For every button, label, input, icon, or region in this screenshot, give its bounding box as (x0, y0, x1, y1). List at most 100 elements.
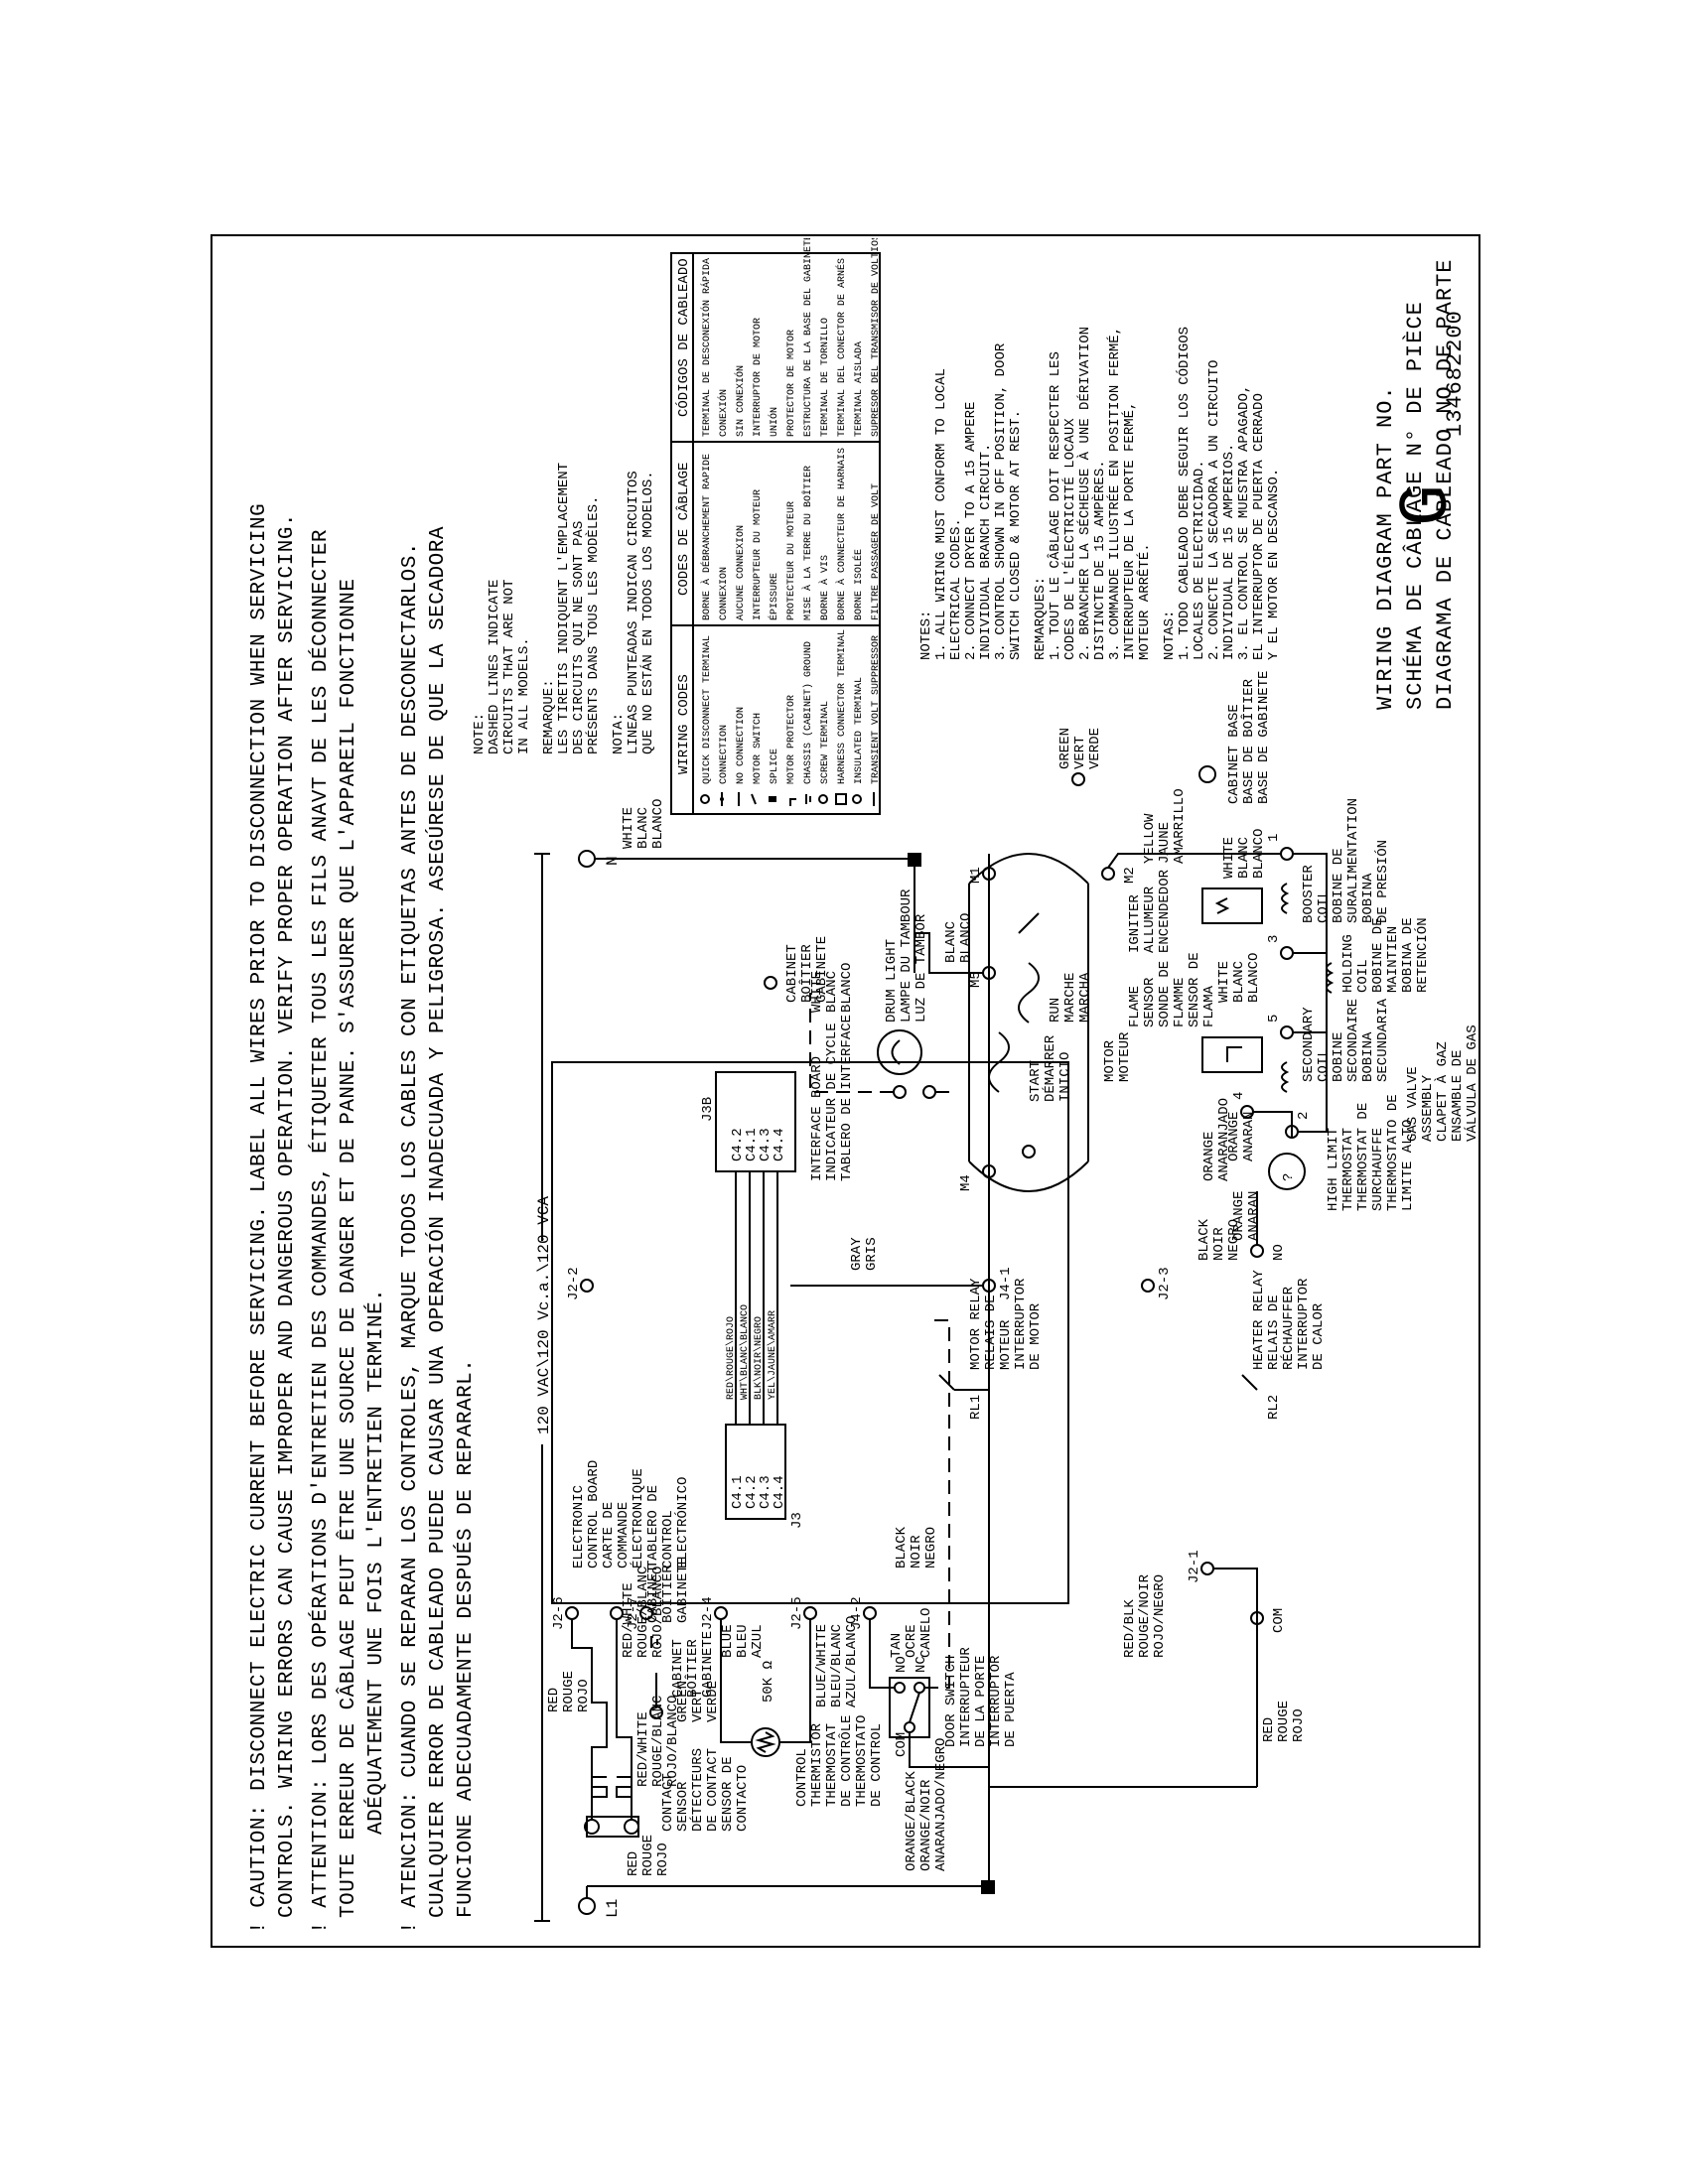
blanc-blanco-label: BLANC BLANCO (943, 913, 974, 963)
svg-text:TABLERO DE: TABLERO DE (645, 1485, 661, 1569)
svg-text:NOTES:: NOTES: (918, 611, 934, 660)
n-label: N (604, 856, 622, 866)
svg-text:NO CONNECTION: NO CONNECTION (736, 707, 747, 784)
svg-text:MISE À LA TERRE DU BOÎTIER: MISE À LA TERRE DU BOÎTIER (800, 466, 814, 620)
dashed-lines-note: NOTE: DASHED LINES INDICATE CIRCUITS THA… (472, 463, 656, 754)
svg-text:AMARRILLO: AMARRILLO (1172, 788, 1188, 864)
svg-text:GREEN: GREEN (1057, 728, 1073, 769)
control-thermistor: 50K Ω CONTROL THERMISTOR THERMOSTAT DE C… (751, 1661, 885, 1807)
svg-text:CLAPET À GAZ: CLAPET À GAZ (1433, 1041, 1451, 1142)
svg-text:PRÉSENTS DANS TOUS LES MODÈLES: PRÉSENTS DANS TOUS LES MODÈLES. (584, 496, 602, 754)
svg-text:C4.4: C4.4 (772, 1128, 787, 1161)
svg-text:SPLICE: SPLICE (770, 749, 780, 784)
cabinet-label-top: CABINET BOÎTIER GABINETE (784, 936, 830, 1003)
svg-text:TERMINAL DE DESCONEXIÓN RÁPIDA: TERMINAL DE DESCONEXIÓN RÁPIDA (699, 258, 713, 437)
notes-fr: REMARQUES: 1. TOUT LE CÂBLAGE DOIT RESPE… (1033, 327, 1153, 660)
svg-text:NO: NO (894, 1656, 910, 1673)
svg-text:DISTINCTE DE 15 AMPÈRES.: DISTINCTE DE 15 AMPÈRES. (1090, 460, 1108, 660)
svg-text:WIRING CODES: WIRING CODES (676, 674, 692, 774)
svg-text:BLACK: BLACK (894, 1526, 910, 1569)
j4-2-terminal (863, 1606, 877, 1620)
svg-text:2. CONECTE LA SECADORA A UN CI: 2. CONECTE LA SECADORA A UN CIRCUITO (1206, 360, 1222, 660)
svg-text:BASE DE BOÎTIER: BASE DE BOÎTIER (1239, 678, 1257, 804)
red-wire-label-l1: RED ROUGE ROJO (626, 1835, 671, 1876)
svg-text:JAUNE: JAUNE (1157, 822, 1173, 864)
svg-text:RÉCHAUFFER: RÉCHAUFFER (1279, 1286, 1297, 1370)
svg-text:RED: RED (1261, 1717, 1277, 1742)
svg-text:RUN: RUN (1048, 998, 1063, 1023)
svg-text:BOÎTIER: BOÎTIER (658, 1565, 676, 1623)
j2-3-label: J2-3 (1157, 1267, 1173, 1300)
svg-text:OCRE: OCRE (904, 1624, 919, 1658)
svg-text:GRIS: GRIS (864, 1237, 880, 1271)
diagram-rotated-sheet: ! CAUTION: DISCONNECT ELECTRIC CURRENT B… (214, 238, 1480, 1946)
svg-text:RED/WHITE: RED/WHITE (621, 1582, 636, 1658)
svg-text:3. EL CONTROL SE MUESTRA APAGA: 3. EL CONTROL SE MUESTRA APAGADO, (1236, 385, 1252, 660)
svg-text:VERT: VERT (690, 1689, 706, 1722)
svg-text:C4.2: C4.2 (730, 1128, 746, 1161)
svg-text:CODES DE CÂBLAGE: CODES DE CÂBLAGE (674, 463, 692, 596)
svg-text:CONTACTO: CONTACTO (735, 1765, 751, 1832)
heater-relay: RL2 HEATER RELAY RELAIS DE RÉCHAUFFER IN… (1241, 1270, 1327, 1420)
svg-text:Y EL MOTOR EN DESCANSO.: Y EL MOTOR EN DESCANSO. (1266, 469, 1282, 660)
svg-text:BLANCO: BLANCO (650, 799, 666, 849)
white-wire-labels-gv: WHITE BLANC BLANCO WHITE BLANC BLANCO (1216, 829, 1267, 1003)
svg-text:CONTROL: CONTROL (660, 1510, 676, 1569)
black-wire-label: BLACK NOIR NEGRO (894, 1526, 939, 1569)
svg-text:NOIR: NOIR (1211, 1227, 1227, 1261)
m1-terminal (982, 867, 996, 881)
svg-text:BOÎTIER: BOÎTIER (797, 944, 815, 1003)
svg-text:FLAME: FLAME (1127, 986, 1143, 1027)
svg-text:DE PUERTA: DE PUERTA (1003, 1672, 1019, 1747)
svg-text:ORANGE: ORANGE (1226, 1112, 1242, 1161)
svg-text:ELECTRÓNICO: ELECTRÓNICO (673, 1477, 691, 1569)
svg-text:BLANC: BLANC (635, 807, 651, 849)
svg-text:3: 3 (1266, 935, 1282, 943)
door-switch: COM NO NC DOOR SWITCH INTERRUPTEUR DE LA… (889, 1647, 1019, 1757)
svg-text:TRANSIENT VOLT SUPPRESSOR: TRANSIENT VOLT SUPPRESSOR (871, 635, 882, 784)
svg-text:RED/WHITE: RED/WHITE (635, 1711, 651, 1787)
svg-text:ORANGE: ORANGE (1201, 1132, 1217, 1181)
svg-text:REMARQUES:: REMARQUES: (1033, 577, 1049, 660)
svg-text:GABINETE: GABINETE (675, 1557, 691, 1623)
diagram-frame: ! CAUTION: DISCONNECT ELECTRIC CURRENT B… (211, 234, 1480, 1948)
warning-es-line3: FUNCIONE ADECUADAMENTE DESPUÉS DE REPARA… (454, 1359, 478, 1918)
svg-text:THERMISTOR: THERMISTOR (809, 1722, 825, 1807)
svg-text:ÉPISSURE: ÉPISSURE (767, 573, 780, 620)
warning-en-line1: ! CAUTION: DISCONNECT ELECTRIC CURRENT B… (248, 503, 271, 1934)
svg-text:RELAIS DE: RELAIS DE (1266, 1295, 1282, 1370)
svg-text:FLAMME: FLAMME (1172, 978, 1188, 1027)
svg-text:RETENCIÓN: RETENCIÓN (1413, 917, 1431, 993)
svg-text:BLEU: BLEU (735, 1624, 751, 1658)
svg-text:DE CALOR: DE CALOR (1311, 1302, 1327, 1370)
svg-text:INICIO: INICIO (1057, 1052, 1073, 1102)
svg-text:THERMOSTATO DE: THERMOSTATO DE (1385, 1094, 1401, 1211)
high-limit-thermostat: ? HIGH LIMIT THERMOSTAT THERMOSTAT DE SU… (1268, 1094, 1416, 1211)
gas-valve-assembly: GAS VALVE ASSEMBLY CLAPET À GAZ ENSAMBLE… (1405, 1024, 1480, 1142)
svg-text:FLAMA: FLAMA (1201, 985, 1217, 1027)
svg-text:COIL: COIL (1316, 889, 1332, 923)
svg-text:WHITE: WHITE (1216, 961, 1232, 1003)
svg-text:INTERRUPTEUR DU MOTEUR: INTERRUPTEUR DU MOTEUR (753, 489, 764, 620)
cabinet-ground-terminal (764, 976, 777, 990)
svg-text:DE MOTOR: DE MOTOR (1028, 1302, 1044, 1370)
svg-text:BORNE À VIS: BORNE À VIS (817, 555, 831, 620)
svg-text:THERMOSTATO: THERMOSTATO (854, 1715, 870, 1807)
j2-4-label: J2-4 (700, 1596, 716, 1630)
svg-text:BLK\NOIR\NEGRO: BLK\NOIR\NEGRO (753, 1316, 765, 1400)
svg-text:C4.3: C4.3 (758, 1128, 774, 1161)
no-label: NO (1271, 1244, 1287, 1261)
j2-2-label: J2-2 (566, 1267, 582, 1300)
warning-es-line2: CUALQUIER ERROR DE CABLEADO PUEDE CAUSAR… (426, 526, 450, 1918)
svg-text:NC: NC (914, 1656, 929, 1673)
svg-text:AZUL: AZUL (750, 1624, 766, 1658)
svg-text:ROUGE/BLANC: ROUGE/BLANC (635, 1567, 651, 1658)
svg-text:ÉLECTRONIQUE: ÉLECTRONIQUE (629, 1468, 646, 1569)
svg-text:TERMINAL AISLADA: TERMINAL AISLADA (854, 341, 865, 437)
cabinet-base: CABINET BASE BASE DE BOÎTIER BASE DE GAB… (1198, 671, 1272, 804)
svg-text:NOTE:: NOTE: (472, 713, 488, 754)
svg-text:ELECTRICAL CODES.: ELECTRICAL CODES. (948, 518, 964, 660)
l1-label: L1 (604, 1899, 622, 1918)
svg-text:THERMOSTAT: THERMOSTAT (824, 1723, 840, 1807)
